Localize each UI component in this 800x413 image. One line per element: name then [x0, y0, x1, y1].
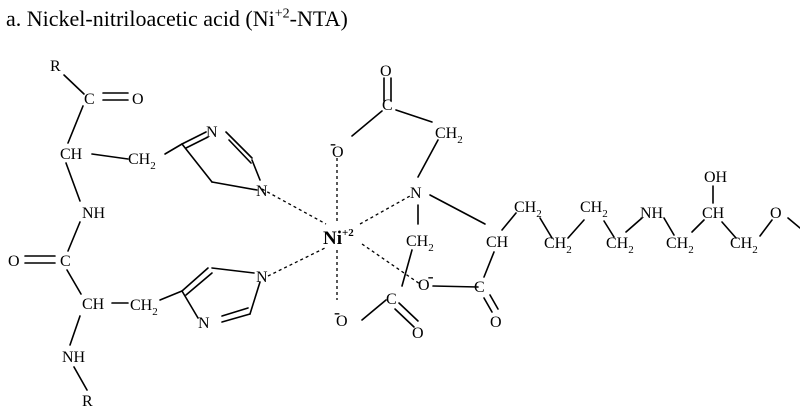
chain-methylene-4-label: CH2 [606, 235, 634, 256]
acid-left-carboxylate-oxygen-label: -O [334, 302, 348, 330]
carbonyl-carbon-top-label: C [84, 91, 95, 108]
imidazole-top-n3-label: N [206, 124, 218, 141]
title-prefix: a. Nickel-nitriloacetic acid (Ni [6, 6, 275, 31]
backbone-ch-label: CH [486, 234, 509, 251]
chain-methine-label: CH [702, 205, 725, 222]
imidazole-bottom-n1-label: N [256, 269, 268, 286]
acid-left-carbon-label: C [386, 291, 397, 308]
acid-right-carbonyl-oxygen-label: O [490, 314, 502, 331]
atom-labels: R C O CH CH2 NH O C CH CH2 NH R N N N N … [8, 58, 782, 410]
acid-top-carbonyl-oxygen-label: O [380, 63, 392, 80]
carbonyl-oxygen-middle-label: O [8, 253, 20, 270]
chain-hydroxyl-label: OH [704, 169, 728, 186]
imidazole-top-n1-label: N [256, 183, 268, 200]
acid-right-carboxylate-oxygen-label: O- [418, 266, 434, 294]
acid-top-methylene-label: CH2 [435, 125, 463, 146]
coordination-bonds [261, 158, 421, 300]
acid-top-carboxylate-oxygen-label: -O [330, 133, 344, 161]
title-suffix: -NTA) [289, 6, 348, 31]
acid-left-carbonyl-oxygen-label: O [412, 325, 424, 342]
figure-title: a. Nickel-nitriloacetic acid (Ni+2-NTA) [6, 6, 348, 32]
carbonyl-carbon-middle-label: C [60, 253, 71, 270]
chain-ether-oxygen-label: O [770, 205, 782, 222]
chain-methylene-1-label: CH2 [514, 199, 542, 220]
methylene-bottom-label: CH2 [130, 297, 158, 318]
imidazole-bottom-n3-label: N [198, 315, 210, 332]
chain-methylene-6-label: CH2 [730, 235, 758, 256]
amine-nh-bottom-label: NH [62, 349, 86, 366]
nickel-ion-label: Ni+2 [323, 227, 354, 249]
title-superscript: +2 [274, 6, 290, 22]
acid-top-carbon-label: C [382, 97, 393, 114]
chain-methylene-5-label: CH2 [666, 235, 694, 256]
acid-left-methylene-label: CH2 [406, 233, 434, 254]
tertiary-amine-n-label: N [410, 185, 422, 202]
bonds [24, 74, 800, 391]
chain-methylene-2-label: CH2 [544, 235, 572, 256]
r-top-label: R [50, 58, 61, 75]
chain-secondary-amine-label: NH [640, 205, 664, 222]
chain-methylene-3-label: CH2 [580, 199, 608, 220]
acid-right-carbon-label: C [474, 279, 485, 296]
alpha-carbon-top-label: CH [60, 146, 83, 163]
r-bottom-label: R [82, 393, 93, 410]
alpha-carbon-bottom-label: CH [82, 296, 105, 313]
methylene-top-label: CH2 [128, 151, 156, 172]
carbonyl-oxygen-top-label: O [132, 91, 144, 108]
amide-nh-top-label: NH [82, 205, 106, 222]
